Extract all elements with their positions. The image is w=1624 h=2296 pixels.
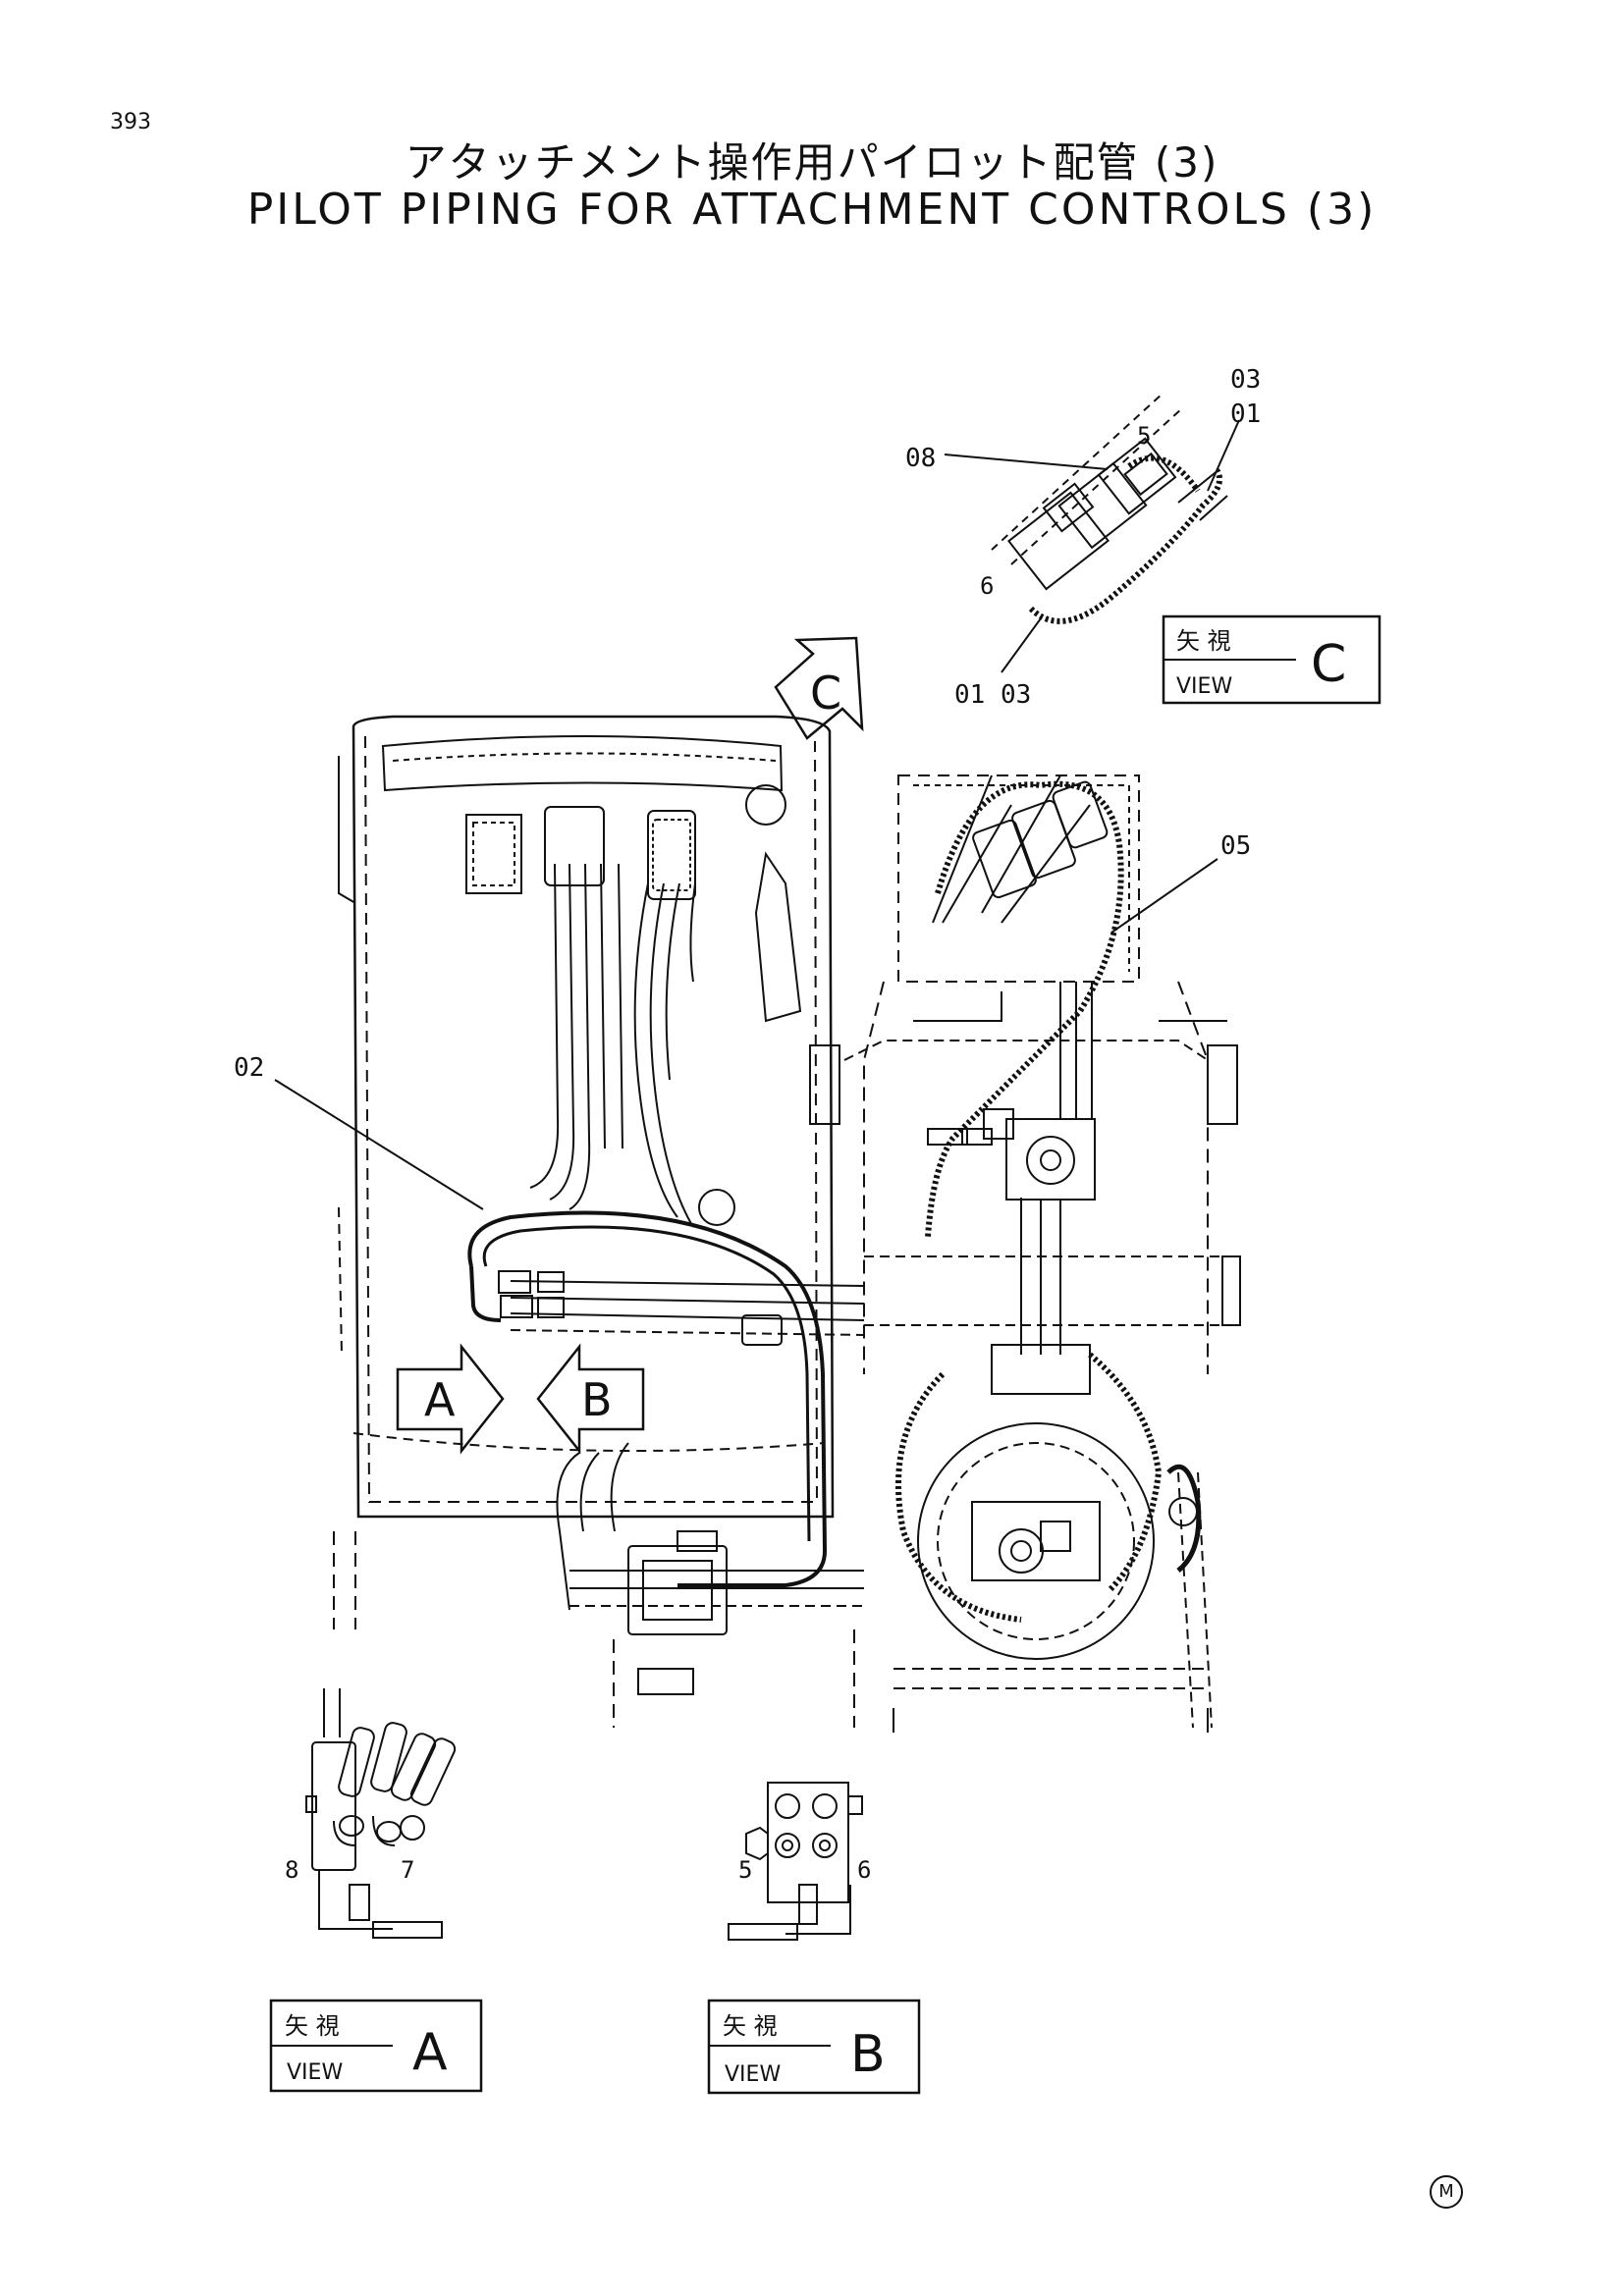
view-box-b-en: VIEW — [725, 2062, 781, 2087]
part-label-5-top: 5 — [1137, 422, 1151, 450]
part-label-08: 08 — [905, 444, 936, 473]
view-box-c: 矢 視 VIEW C — [1162, 614, 1381, 705]
title-english: PILOT PIPING FOR ATTACHMENT CONTROLS (3) — [246, 185, 1378, 235]
part-label-02: 02 — [234, 1053, 264, 1083]
corner-mark: M — [1430, 2175, 1463, 2209]
view-arrow-letter-b: B — [581, 1373, 613, 1426]
view-box-c-jp: 矢 視 — [1176, 627, 1231, 655]
part-label-03-top: 03 — [1230, 365, 1261, 395]
view-box-a-en: VIEW — [287, 2060, 343, 2085]
part-label-8: 8 — [285, 1856, 298, 1884]
view-a-arrow — [396, 1343, 505, 1455]
part-label-5-b: 5 — [738, 1856, 752, 1884]
part-label-6-b: 6 — [857, 1856, 871, 1884]
view-box-c-letter: C — [1311, 635, 1346, 694]
view-c-detail — [944, 392, 1240, 673]
leader-lines — [274, 858, 1218, 1210]
view-b-detail — [728, 1782, 863, 1941]
pipe-bundle-left — [467, 863, 865, 1728]
part-label-01-top: 01 — [1230, 400, 1261, 429]
part-label-05: 05 — [1220, 831, 1251, 861]
view-box-a-letter: A — [412, 2023, 448, 2082]
view-arrow-letter-c: C — [810, 667, 841, 720]
view-box-b: 矢 視 VIEW B — [707, 1999, 921, 2095]
view-box-a: 矢 視 VIEW A — [269, 1999, 483, 2093]
left-frame — [333, 715, 835, 1629]
right-frame — [809, 774, 1241, 1733]
view-a-detail — [305, 1688, 457, 1939]
part-label-6-top: 6 — [980, 572, 994, 600]
title-japanese: アタッチメント操作用パイロット配管 (3) — [405, 138, 1219, 187]
view-arrow-letter-a: A — [424, 1373, 456, 1426]
view-b-arrow — [536, 1343, 645, 1455]
view-box-b-jp: 矢 視 — [723, 2012, 778, 2040]
view-box-b-letter: B — [850, 2025, 886, 2084]
view-box-a-jp: 矢 視 — [285, 2012, 340, 2040]
page-number: 393 — [110, 110, 151, 134]
view-box-c-en: VIEW — [1176, 674, 1232, 699]
view-c-arrow — [774, 636, 864, 740]
part-label-7: 7 — [401, 1856, 414, 1884]
part-label-01-03: 01 03 — [954, 680, 1031, 710]
